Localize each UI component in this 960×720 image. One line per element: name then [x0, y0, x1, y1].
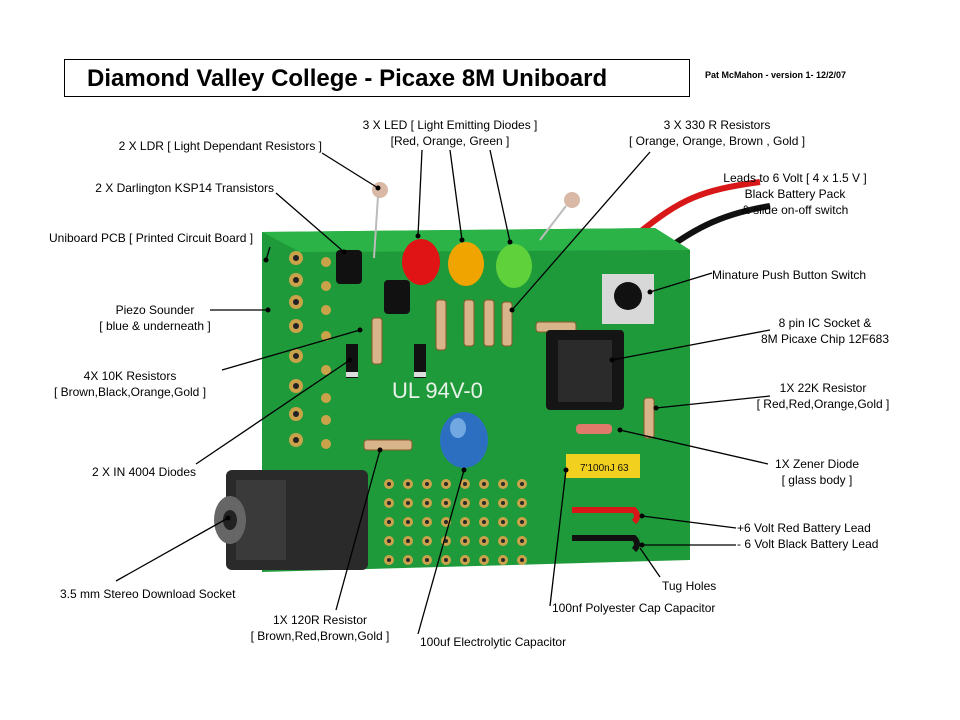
- page-title: Diamond Valley College - Picaxe 8M Unibo…: [87, 65, 608, 92]
- label-battery-lead-colors: +6 Volt Red Battery Lead - 6 Volt Black …: [737, 521, 879, 551]
- label-diodes: 2 X IN 4004 Diodes: [91, 465, 196, 479]
- label-electrolytic: 100uf Electrolytic Capacitor: [420, 635, 567, 649]
- stereo-socket: [214, 470, 368, 570]
- label-zener-diode: 1X Zener Diode [ glass body ]: [774, 457, 860, 487]
- piezo-pads: [289, 251, 331, 449]
- leader-lines: [115, 149, 771, 635]
- push-button: [602, 274, 654, 324]
- label-120r-resistor: 1X 120R Resistor [ Brown,Red,Brown,Gold …: [250, 613, 390, 643]
- red-battery-wire: [638, 179, 761, 235]
- proto-grid: [378, 472, 530, 568]
- pcb-board: [262, 228, 690, 572]
- resistors: [363, 299, 655, 451]
- label-piezo: Piezo Sounder [ blue & underneath ]: [99, 303, 211, 333]
- leader-dots: [225, 185, 659, 548]
- label-pcb: Uniboard PCB [ Printed Circuit Board ]: [49, 231, 254, 245]
- label-push-button: Minature Push Button Switch: [712, 268, 867, 282]
- label-10k-resistors: 4X 10K Resistors [ Brown,Black,Orange,Go…: [53, 369, 207, 399]
- label-polyester-cap: 100nf Polyester Cap Capacitor: [552, 601, 716, 615]
- title-box: Diamond Valley College - Picaxe 8M Unibo…: [64, 59, 690, 97]
- capacitor-marking: 7'100nJ 63: [580, 463, 629, 474]
- electrolytic-capacitor: [440, 412, 488, 468]
- label-battery-leads: Leads to 6 Volt [ 4 x 1.5 V ] Black Batt…: [723, 171, 867, 217]
- label-330r-resistors: 3 X 330 R Resistors [ Orange, Orange, Br…: [628, 118, 806, 148]
- label-ldr: 2 X LDR [ Light Dependant Resistors ]: [118, 139, 322, 153]
- silkscreen-text: UL 94V-0: [392, 378, 483, 403]
- polyester-capacitor: 7'100nJ 63: [566, 454, 640, 478]
- label-22k-resistor: 1X 22K Resistor [ Red,Red,Orange,Gold ]: [756, 381, 890, 411]
- darlington-transistors: [336, 250, 410, 314]
- label-darlington: 2 X Darlington KSP14 Transistors: [95, 181, 274, 195]
- label-tug-holes: Tug Holes: [662, 579, 717, 593]
- ic-socket: [546, 330, 624, 410]
- author-credit: Pat McMahon - version 1- 12/2/07: [705, 70, 847, 80]
- leds: [402, 239, 532, 288]
- label-stereo-socket: 3.5 mm Stereo Download Socket: [60, 587, 236, 601]
- label-leds: 3 X LED [ Light Emitting Diodes ] [Red, …: [362, 118, 538, 148]
- label-ic-socket: 8 pin IC Socket & 8M Picaxe Chip 12F683: [760, 316, 890, 346]
